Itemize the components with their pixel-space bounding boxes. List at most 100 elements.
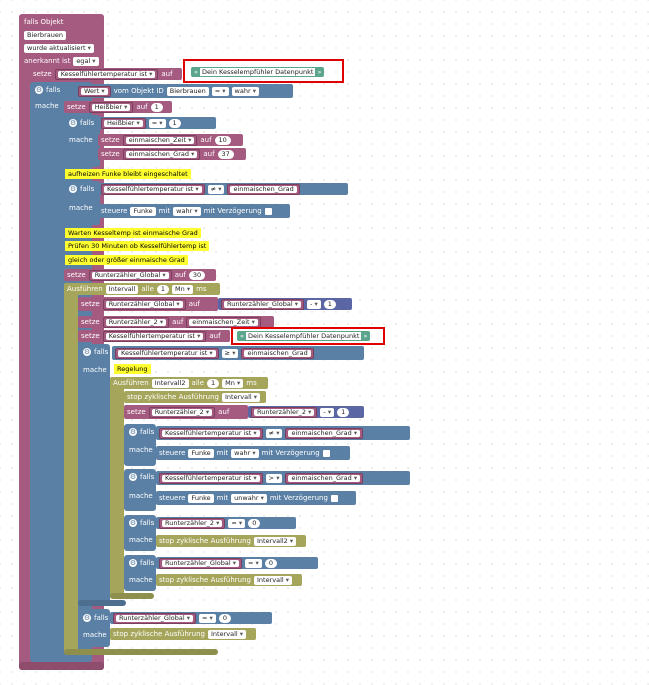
num-1[interactable]: 1 [323, 299, 336, 309]
einm-zeit-var[interactable]: einmaischen_Zeit [125, 136, 195, 144]
num-1[interactable]: 1 [150, 102, 163, 112]
num-1[interactable]: 1 [207, 378, 220, 388]
num-1[interactable]: 1 [337, 407, 350, 417]
gear-icon[interactable]: ⚙ [129, 519, 137, 527]
datapoint-text-2[interactable]: Dein Kesselempfühler Datenpunkt [246, 332, 362, 340]
num-0[interactable]: 0 [248, 518, 261, 528]
wahr-dropdown[interactable]: wahr [231, 86, 259, 96]
funke-field[interactable]: Funke [188, 448, 214, 458]
num-0[interactable]: 0 [218, 613, 231, 623]
eq-op-dropdown[interactable]: = [211, 86, 229, 96]
gt-op[interactable]: > [265, 473, 283, 483]
einm-grad-var[interactable]: einmaischen_Grad [288, 429, 361, 437]
gear-icon[interactable]: ⚙ [35, 86, 43, 94]
rz-global-var[interactable]: Runterzähler_Global [91, 271, 169, 279]
intervall-dropdown[interactable]: Intervall [207, 629, 247, 639]
heissbier-var[interactable]: Heißbier [91, 103, 131, 111]
wahr-dropdown[interactable]: wahr [231, 448, 259, 458]
delay-checkbox[interactable] [322, 449, 330, 457]
einm-grad-var[interactable]: einmaischen_Grad [230, 185, 297, 193]
gear-icon[interactable]: ⚙ [69, 119, 77, 127]
num-37[interactable]: 37 [217, 149, 234, 159]
rz2-var[interactable]: Runterzähler_2 [162, 519, 223, 527]
intervall-field[interactable]: Intervall [105, 284, 139, 294]
wert-dropdown[interactable]: Wert [81, 87, 108, 95]
num-10[interactable]: 10 [214, 135, 231, 145]
unwahr-dropdown[interactable]: unwahr [231, 493, 267, 503]
eq-op[interactable]: = [245, 558, 262, 568]
objekt-id-field[interactable]: Bierbrauen [166, 86, 209, 96]
ausfuehren-intervall[interactable] [64, 283, 78, 655]
neq-op[interactable]: ≠ [265, 428, 283, 438]
neq-op[interactable]: ≠ [207, 184, 225, 194]
kessel-var[interactable]: Kesselfühlertemperatur ist [104, 185, 202, 193]
intervall2-dropdown[interactable]: Intervall2 [253, 536, 297, 546]
eq-op[interactable]: = [228, 518, 246, 528]
trigger-dropdown[interactable]: wurde aktualisiert [24, 43, 94, 53]
gear-icon[interactable]: ⚙ [83, 614, 91, 622]
einm-grad-var[interactable]: einmaischen_Grad [125, 150, 198, 158]
num-0[interactable]: 0 [264, 558, 277, 568]
kessel-var[interactable]: Kesselfühlertemperatur ist [105, 332, 204, 340]
rz2-var[interactable]: Runterzähler_2 [254, 408, 315, 416]
datapoint-string-1[interactable]: « Dein Kesselempfühler Datenpunkt » [191, 67, 325, 77]
steuere-funke-2[interactable]: steuereFunkemitwahrmit Verzögerung [156, 446, 350, 460]
geq-op[interactable]: ≥ [221, 348, 239, 358]
intervall-dropdown[interactable]: Intervall [253, 575, 293, 585]
heissbier-var[interactable]: Heißbier [104, 119, 143, 127]
einm-zeit-var[interactable]: einmaischen_Zeit [189, 318, 258, 326]
delay-checkbox[interactable] [330, 494, 338, 502]
rz2-var[interactable]: Runterzähler_2 [105, 318, 167, 326]
gear-icon[interactable]: ⚙ [69, 185, 77, 193]
rz-global-var[interactable]: Runterzähler_Global [116, 614, 194, 622]
steuere-funke-3[interactable]: steuereFunkemitunwahrmit Verzögerung [156, 491, 356, 505]
mn-dropdown[interactable]: Mn [222, 378, 244, 388]
anerkannt-dropdown[interactable]: egal [73, 56, 99, 66]
minus-op[interactable]: - [307, 299, 321, 309]
intervall-dropdown[interactable]: Intervall [221, 392, 261, 402]
setze-heissbier[interactable]: setzeHeißbierauf1 [64, 101, 172, 113]
minus-op[interactable]: - [320, 407, 335, 417]
kessel-var[interactable]: Kesselfühlertemperatur ist [118, 349, 216, 357]
datapoint-text-1[interactable]: Dein Kesselempfühler Datenpunkt [200, 68, 316, 76]
kessel-var[interactable]: Kesselfühlertemperatur ist [162, 429, 260, 437]
rz-global-var[interactable]: Runterzähler_Global [162, 559, 240, 567]
gear-icon[interactable]: ⚙ [83, 348, 91, 356]
eq-op[interactable]: = [148, 118, 166, 128]
num-1[interactable]: 1 [168, 118, 181, 128]
intervall2-field[interactable]: Intervall2 [151, 378, 189, 388]
einm-grad-var[interactable]: einmaischen_Grad [244, 349, 311, 357]
rz-global-var[interactable]: Runterzähler_Global [224, 300, 302, 308]
num-30[interactable]: 30 [188, 270, 206, 280]
funke-field[interactable]: Funke [188, 493, 214, 503]
funke-field[interactable]: Funke [130, 206, 156, 216]
gear-icon[interactable]: ⚙ [129, 473, 137, 481]
num-1[interactable]: 1 [156, 284, 170, 294]
rz-global-var[interactable]: Runterzähler_Global [105, 300, 183, 308]
gear-icon[interactable]: ⚙ [129, 428, 137, 436]
mn-dropdown[interactable]: Mn [172, 284, 194, 294]
ausfuehren-intervall2[interactable] [110, 377, 124, 599]
falls-kessel-ge[interactable] [78, 344, 110, 606]
gear-icon[interactable]: ⚙ [129, 559, 137, 567]
wahr-dropdown[interactable]: wahr [173, 206, 201, 216]
kessel-var[interactable]: Kesselfühlertemperatur ist [57, 70, 156, 78]
steuere-funke-1[interactable]: steuereFunkemitwahrmit Verzögerung [98, 204, 290, 218]
einm-grad-var[interactable]: einmaischen_Grad [288, 474, 361, 482]
rz2-var[interactable]: Runterzähler_2 [151, 408, 213, 416]
delay-checkbox[interactable] [264, 207, 272, 215]
object-id-field[interactable]: Bierbrauen [24, 30, 66, 40]
datapoint-string-2[interactable]: « Dein Kesselempfühler Datenpunkt » [237, 331, 371, 341]
